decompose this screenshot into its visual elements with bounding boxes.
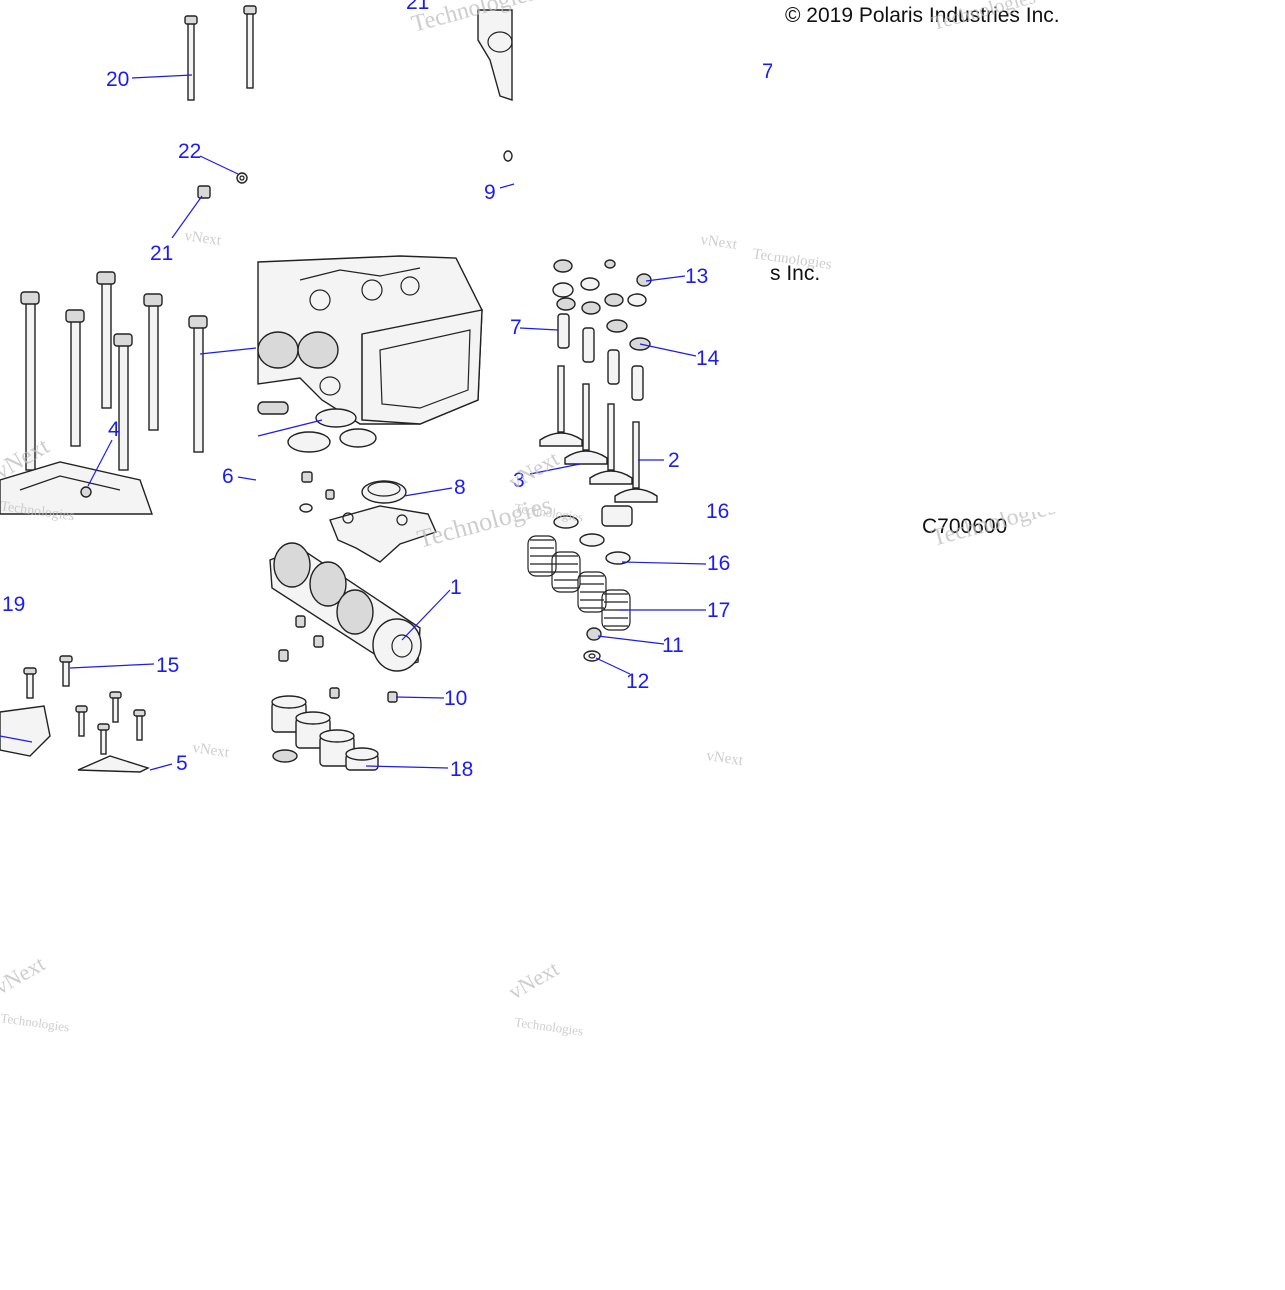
cylinder-head	[257, 255, 483, 425]
copyright-text: © 2019 Polaris Industries Inc.	[785, 4, 1060, 27]
housing-fragment-top	[477, 9, 513, 162]
camshaft-cap	[329, 505, 437, 563]
blank-region	[772, 282, 1285, 512]
callout-8: 8	[454, 476, 466, 499]
callout-22: 22	[178, 140, 201, 163]
watermark: vNext	[504, 446, 563, 495]
watermark: Technologies	[514, 1014, 585, 1038]
callout-16: 16	[707, 552, 730, 575]
camshaft	[269, 542, 422, 672]
callouts: 1 2 3 4 5 6 7 7 8 9 10 11 12 13 14 15 16…	[2, 0, 774, 781]
spring-seats	[583, 627, 602, 662]
callout-7-top: 7	[762, 60, 774, 83]
copyright-fragment: s Inc.	[770, 262, 820, 285]
small-dowels	[299, 471, 335, 513]
callout-19: 19	[2, 593, 25, 616]
callout-21: 21	[150, 242, 173, 265]
callout-10: 10	[444, 687, 467, 710]
watermark: vNext	[183, 228, 222, 249]
cam-cover-fragment	[0, 461, 153, 515]
callout-3: 3	[513, 469, 525, 492]
valve-tappets	[271, 695, 379, 771]
small-washer	[236, 172, 248, 184]
callout-13: 13	[685, 265, 708, 288]
drawing-id: C700600	[922, 515, 1007, 538]
callout-7: 7	[510, 316, 522, 339]
blank-region	[804, 772, 1285, 1285]
valve-keepers-top	[552, 259, 652, 351]
callout-2: 2	[668, 449, 680, 472]
callout-16-top: 16	[706, 500, 729, 523]
callout-12: 12	[626, 670, 649, 693]
watermark: Technologies	[414, 490, 555, 554]
guide-pin	[257, 401, 289, 415]
watermark: Technologies	[0, 1010, 70, 1034]
callout-20: 20	[106, 68, 129, 91]
intake-exhaust-valves	[539, 365, 658, 527]
oil-plug	[197, 185, 211, 199]
callout-6: 6	[222, 465, 234, 488]
callout-17: 17	[707, 599, 730, 622]
small-dowels-lower	[278, 615, 398, 703]
callout-14: 14	[696, 347, 720, 370]
valve-springs	[527, 515, 631, 631]
callout-18: 18	[450, 758, 473, 781]
callout-1: 1	[450, 576, 462, 599]
cap-bolts	[23, 655, 146, 755]
valve-cover-fragment	[77, 755, 150, 773]
callout-5: 5	[176, 752, 188, 775]
cam-bracket	[0, 705, 51, 757]
valve-seat-rings	[287, 408, 407, 504]
watermark: vNext	[705, 748, 744, 769]
bolt-bank	[20, 271, 208, 471]
blank-region	[772, 30, 1285, 255]
callout-4: 4	[108, 418, 120, 441]
callout-21-top: 21	[406, 0, 429, 14]
watermark: vNext	[504, 956, 563, 1005]
watermark: vNext	[0, 951, 49, 1000]
head-bolt-pair	[184, 5, 257, 101]
callout-9: 9	[484, 181, 496, 204]
leader-lines	[0, 74, 707, 771]
watermark: vNext	[191, 740, 230, 761]
callout-11: 11	[662, 634, 684, 657]
callout-15: 15	[156, 654, 179, 677]
valve-guides	[557, 313, 644, 401]
watermark: vNext	[699, 232, 738, 253]
